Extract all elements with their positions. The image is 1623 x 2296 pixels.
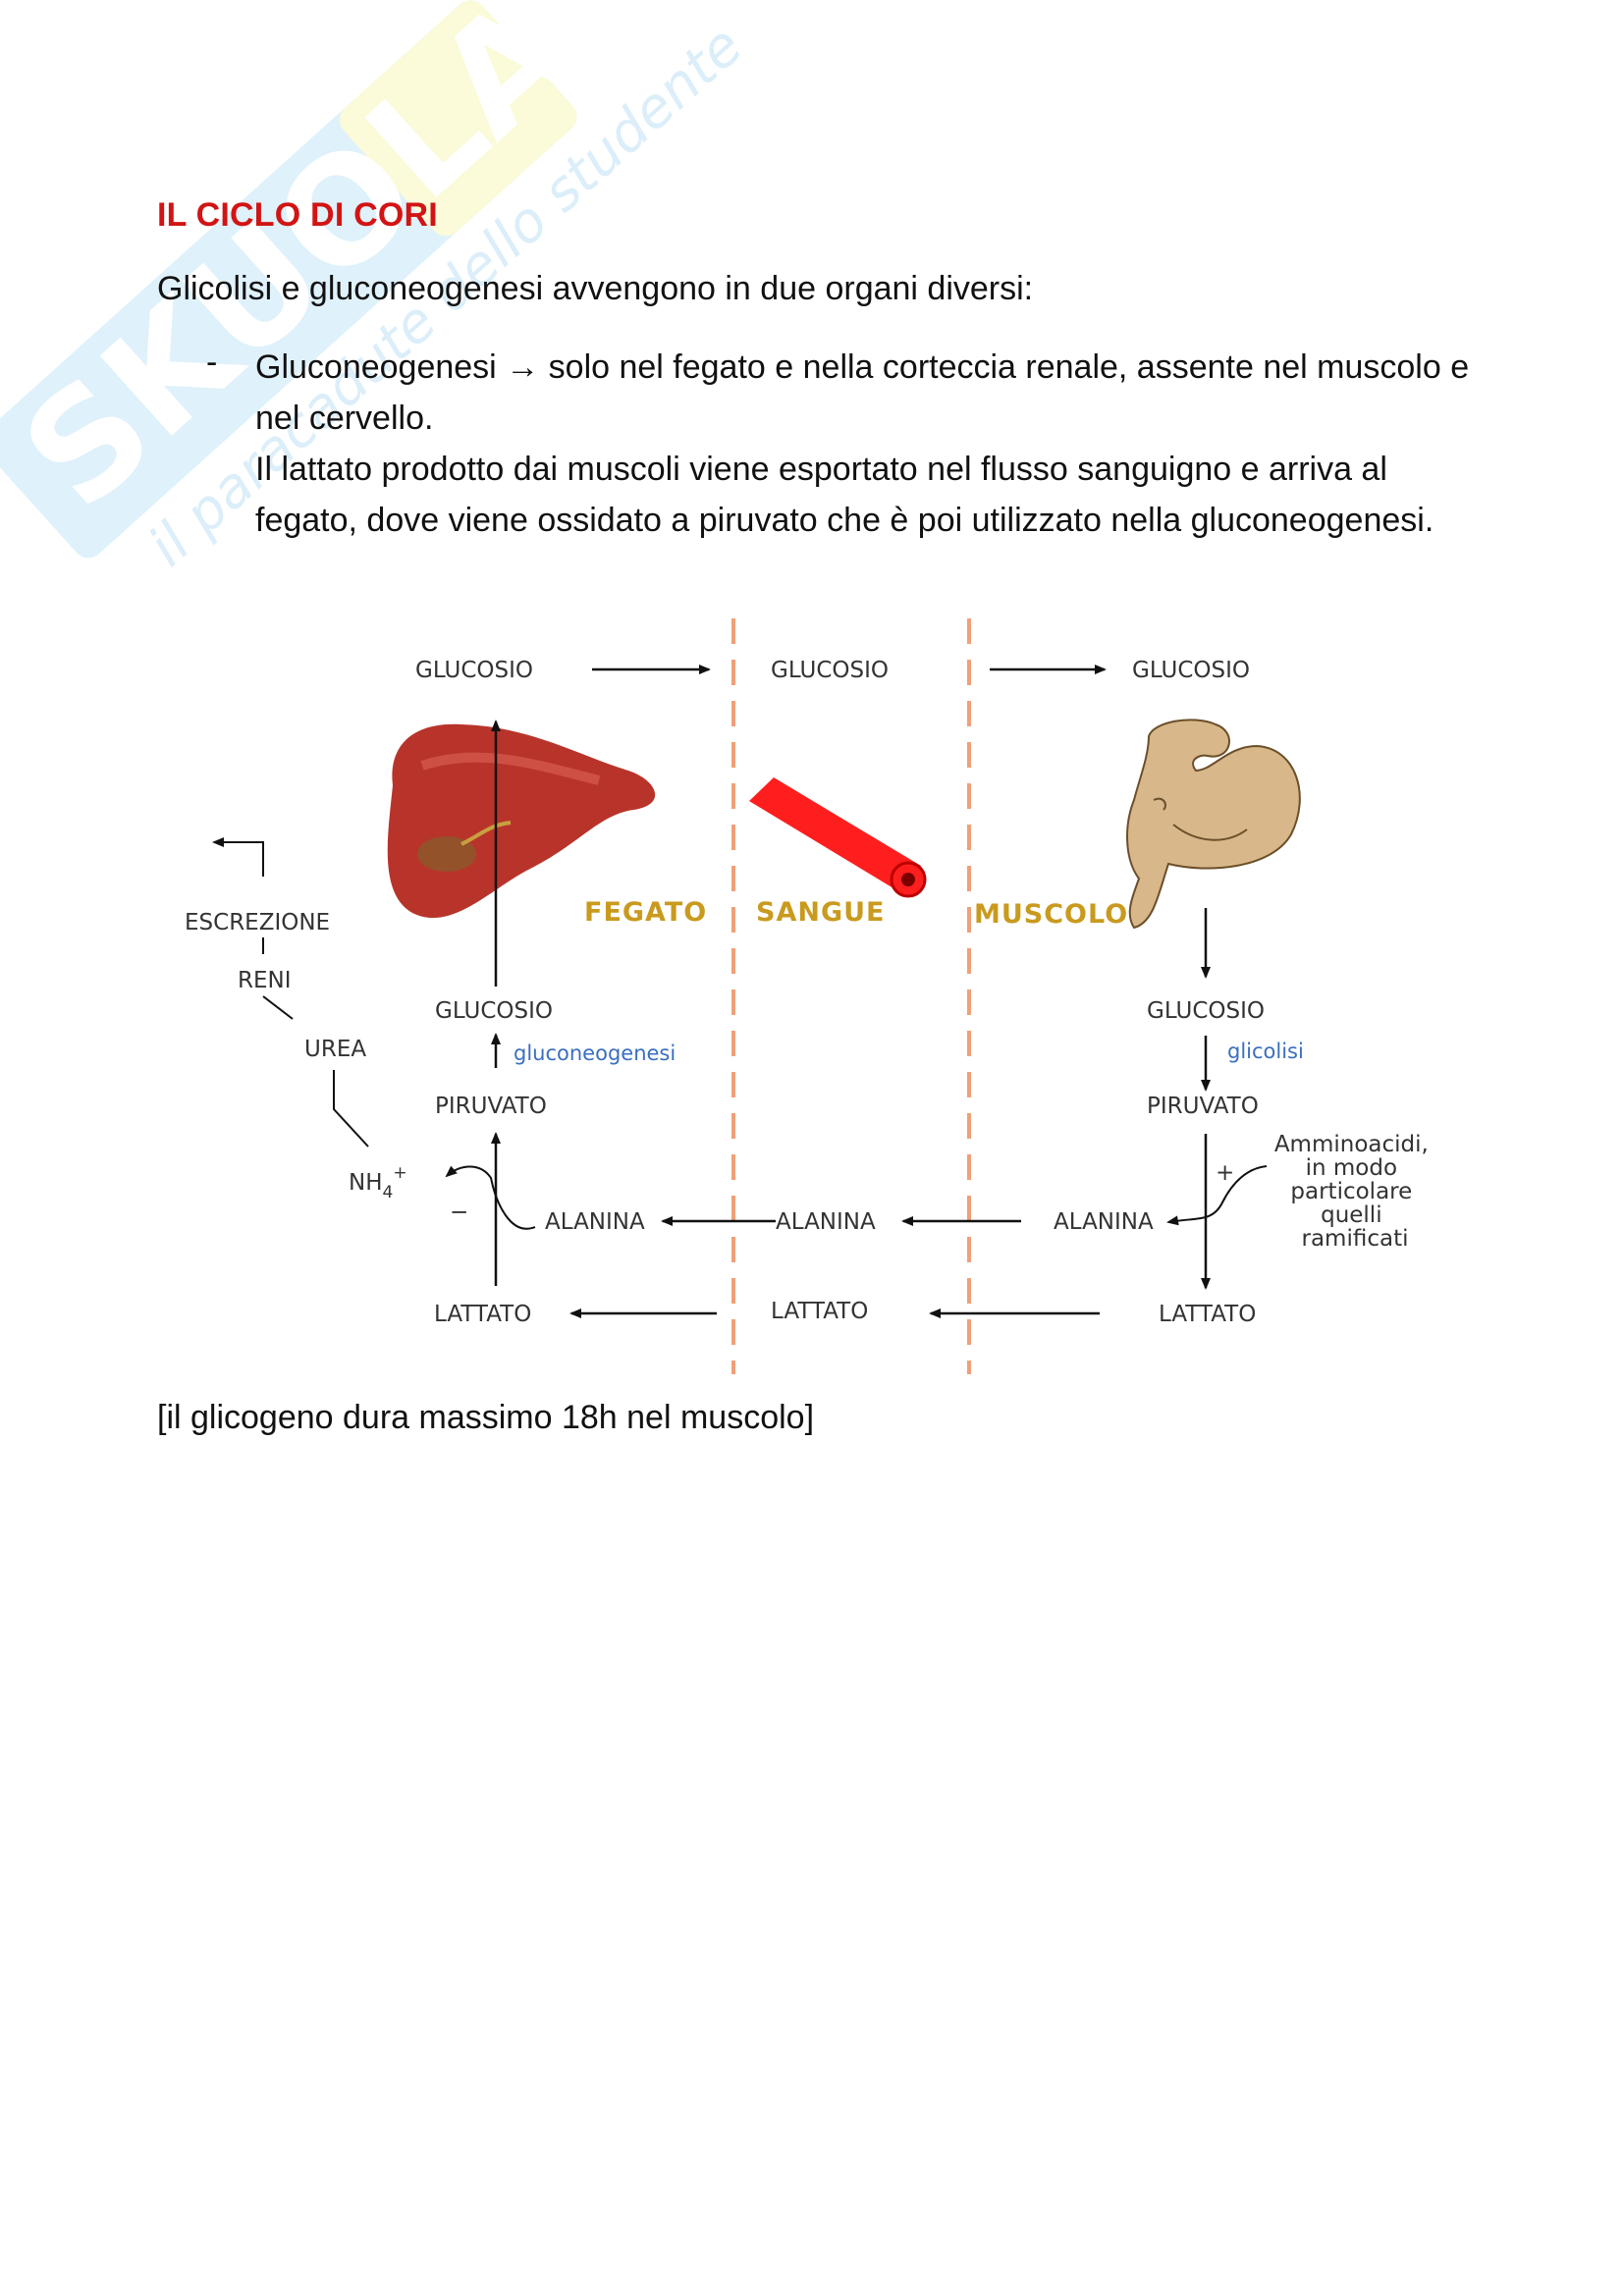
liver-pyruvate: PIRUVATO [435, 1094, 547, 1119]
page-title: IL CICLO DI CORI [157, 196, 438, 234]
liver-glucose: GLUCOSIO [435, 998, 553, 1024]
amino-acids-note: Amminoacidi, in modo particolare quelli … [1274, 1132, 1435, 1252]
label-fegato: FEGATO [584, 897, 707, 928]
liver-glucose-top: GLUCOSIO [415, 658, 533, 683]
arrow-right-icon: → [506, 348, 540, 386]
blood-lactate: LATTATO [771, 1299, 868, 1324]
label-nh4: NH4+ [349, 1163, 407, 1202]
bullet-term: Gluconeogenesi [255, 348, 497, 386]
bullet-dash: - [206, 344, 218, 381]
muscle-arm-icon [1126, 719, 1301, 930]
label-urea: UREA [304, 1037, 366, 1062]
label-reni: RENI [238, 968, 292, 993]
plus-sign: + [1216, 1160, 1234, 1186]
footnote: [il glicogeno dura massimo 18h nel musco… [157, 1399, 815, 1436]
muscle-glucose: GLUCOSIO [1147, 998, 1265, 1024]
intro-paragraph: Glicolisi e gluconeogenesi avvengono in … [157, 270, 1034, 307]
blood-alanine: ALANINA [776, 1209, 876, 1235]
label-gluconeogenesi: gluconeogenesi [514, 1041, 676, 1065]
cori-cycle-diagram: GLUCOSIO GLUCOSIO GLUCOSIO FEGATO SANGUE… [185, 618, 1435, 1374]
muscle-pyruvate: PIRUVATO [1147, 1094, 1259, 1119]
bullet-text-1: solo nel fegato e nella corteccia renale… [255, 348, 1470, 437]
blood-glucose: GLUCOSIO [771, 658, 889, 683]
muscle-alanine: ALANINA [1054, 1209, 1154, 1235]
blood-vessel-icon [749, 777, 927, 898]
bullet-text-2: Il lattato prodotto dai muscoli viene es… [255, 451, 1434, 539]
bullet-item: Gluconeogenesi → solo nel fegato e nella… [255, 342, 1492, 546]
label-sangue: SANGUE [756, 897, 885, 928]
liver-alanine: ALANINA [545, 1209, 645, 1235]
muscle-glucose-top: GLUCOSIO [1132, 658, 1250, 683]
label-muscolo: MUSCOLO [974, 899, 1128, 930]
label-glicolisi: glicolisi [1227, 1040, 1304, 1063]
label-escrezione: ESCREZIONE [185, 910, 330, 935]
muscle-lactate: LATTATO [1159, 1302, 1256, 1327]
liver-icon [387, 723, 656, 919]
minus-sign: − [450, 1200, 468, 1225]
liver-lactate: LATTATO [434, 1302, 531, 1327]
